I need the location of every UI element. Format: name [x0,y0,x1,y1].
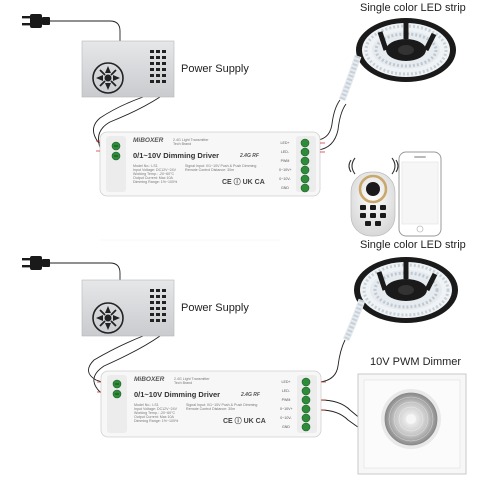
driver-frequency: 2.4G RF [241,392,260,398]
power-supply-bottom [81,279,175,337]
driver-spec-line: Signal Input: 0/1~10V Push & Push Dimmin… [186,403,258,407]
port-label: PWM [280,159,290,163]
driver-spec-line: Remote Control Distance: 30m [185,168,235,172]
power-supply-top [81,40,175,98]
remote-icon [350,171,396,237]
dimmer-label: 10V PWM Dimmer [370,356,462,368]
power-plug-icon [22,14,50,28]
port-label: LED+ [280,141,290,145]
port-label: PWM [281,398,291,402]
driver-spec-line: Remote Control Distance: 30m [186,407,236,411]
driver-spec-line: Model No.: LS1 [134,403,159,407]
port-label: LED+ [281,380,291,384]
driver-title: 0/1~10V Dimming Driver [133,151,220,160]
power-plug-icon [22,256,50,270]
driver-tagline: 2.4G Light Transmitter Tech Brand [174,377,210,386]
dimming-driver-bottom [97,370,326,438]
port-label: 0~10V+ [279,168,292,172]
output-terminals-top [300,138,310,193]
port-label: 0~10V- [279,177,291,181]
port-label: GND [281,186,289,190]
dimmer-knob-icon [381,389,441,449]
wires-top [50,20,347,157]
driver-frequency: 2.4G RF [240,153,259,159]
driver-spec-line: Working Temp.: -20~60°C [134,411,176,415]
driver-brand: MiBOXER [133,137,164,144]
psu-vent-grid [150,289,166,322]
psu-vent-grid [150,50,166,83]
driver-spec-line: Dimming Range: 1%~100% [134,419,179,423]
power-supply-label-top: Power Supply [181,63,249,75]
driver-certifications: CE ⓘ UK CA [223,418,266,425]
driver-spec-line: Output Current: Max 10A [133,176,173,180]
driver-certifications: CE ⓘ UK CA [222,179,265,186]
port-label: LED- [280,150,290,154]
port-label: LED- [281,389,291,393]
port-label: GND [282,425,290,429]
power-supply-label-bottom: Power Supply [181,302,249,314]
driver-spec-line: Input Voltage: DC12V~24V [133,168,177,172]
input-terminals-bottom [112,379,122,399]
output-terminals-bottom [301,377,311,432]
driver-spec-line: Signal Input: 0/1~10V Push & Push Dimmin… [185,164,257,168]
driver-spec-line: Input Voltage: DC12V~24V [134,407,178,411]
pwm-dimmer-panel [357,373,467,475]
fan-icon [92,302,124,334]
port-label: 0~10V- [280,416,292,420]
dimming-driver-top [96,131,325,197]
led-strip-reel-bottom [342,257,458,342]
led-strip-reel-top [338,18,456,102]
led-strip-label-top: Single color LED strip [360,2,466,14]
driver-spec-line: Working Temp.: -20~60°C [133,172,175,176]
driver-spec-line: Output Current: Max 10A [134,415,174,419]
fan-icon [92,62,124,94]
driver-tagline: 2.4G Light Transmitter Tech Brand [173,138,209,147]
wireless-signal-icon [348,157,399,175]
driver-title: 0/1~10V Dimming Driver [134,390,221,399]
driver-spec-line: Dimming Range: 1%~100% [133,180,178,184]
input-terminals-top [111,141,121,161]
smartphone-icon [398,151,442,237]
driver-spec-line: Model No.: LS1 [133,164,158,168]
driver-brand: MiBOXER [134,376,165,383]
port-label: 0~10V+ [280,407,293,411]
led-strip-label-mid: Single color LED strip [360,239,466,251]
